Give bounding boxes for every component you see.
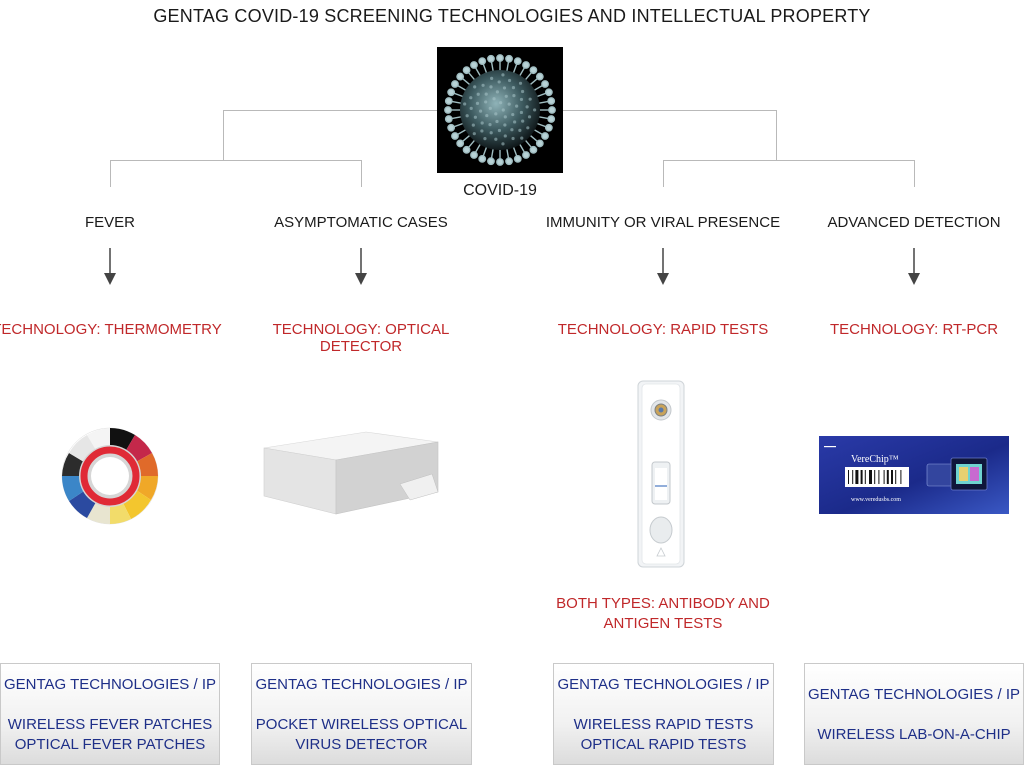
category-label: ASYMPTOMATIC CASES <box>274 214 448 231</box>
chip-url: www.veredusbs.com <box>851 497 901 503</box>
box-heading: GENTAG TECHNOLOGIES / IP <box>808 686 1020 703</box>
box-line-1: POCKET WIRELESS OPTICAL <box>255 716 468 733</box>
category-label: ADVANCED DETECTION <box>827 214 1001 231</box>
technology-label: TECHNOLOGY: RAPID TESTS <box>557 321 769 338</box>
down-arrow-icon <box>657 248 669 285</box>
gentag-ip-box: GENTAG TECHNOLOGIES / IP WIRELESS RAPID … <box>553 663 774 765</box>
chip-brand: VereChip™ <box>851 454 899 465</box>
technology-label: TECHNOLOGY: OPTICAL DETECTOR <box>272 321 450 355</box>
down-arrow-icon <box>908 248 920 285</box>
note-line-2: ANTIGEN TESTS <box>603 615 723 632</box>
box-line-1: WIRELESS RAPID TESTS <box>573 716 754 733</box>
note-line-1: BOTH TYPES: ANTIBODY AND <box>556 595 770 612</box>
category-label: IMMUNITY OR VIRAL PRESENCE <box>545 214 781 231</box>
category-label: FEVER <box>84 214 135 231</box>
rapid-test-cassette-image <box>637 380 685 568</box>
color-ring-fever-patch-image <box>61 427 159 525</box>
gentag-ip-box: GENTAG TECHNOLOGIES / IP WIRELESS FEVER … <box>0 663 220 765</box>
box-line-1: WIRELESS FEVER PATCHES <box>7 716 213 733</box>
gentag-ip-box: GENTAG TECHNOLOGIES / IP POCKET WIRELESS… <box>251 663 472 765</box>
test-types-note: BOTH TYPES: ANTIBODY AND ANTIGEN TESTS <box>533 594 793 634</box>
root-label: COVID-19 <box>463 182 537 199</box>
diagram-title: GENTAG COVID-19 SCREENING TECHNOLOGIES A… <box>153 6 871 26</box>
white-optical-detector-box-image <box>262 430 440 516</box>
verechip-lab-on-chip-image: VereChip™ www.veredusbs.com <box>819 436 1009 514</box>
box-heading: GENTAG TECHNOLOGIES / IP <box>255 676 468 693</box>
technology-label: TECHNOLOGY: RT-PCR <box>829 321 999 338</box>
gentag-ip-box: GENTAG TECHNOLOGIES / IP WIRELESS LAB-ON… <box>804 663 1024 765</box>
box-line-1: WIRELESS LAB-ON-A-CHIP <box>817 726 1011 743</box>
box-line-2: VIRUS DETECTOR <box>295 736 428 753</box>
coronavirus-image <box>437 47 563 173</box>
box-line-2: OPTICAL FEVER PATCHES <box>14 736 206 753</box>
box-line-2: OPTICAL RAPID TESTS <box>580 736 747 753</box>
down-arrow-icon <box>355 248 367 285</box>
down-arrow-icon <box>104 248 116 285</box>
box-heading: GENTAG TECHNOLOGIES / IP <box>4 676 216 693</box>
technology-label: TECHNOLOGY: THERMOMETRY <box>0 321 222 338</box>
box-heading: GENTAG TECHNOLOGIES / IP <box>557 676 770 693</box>
